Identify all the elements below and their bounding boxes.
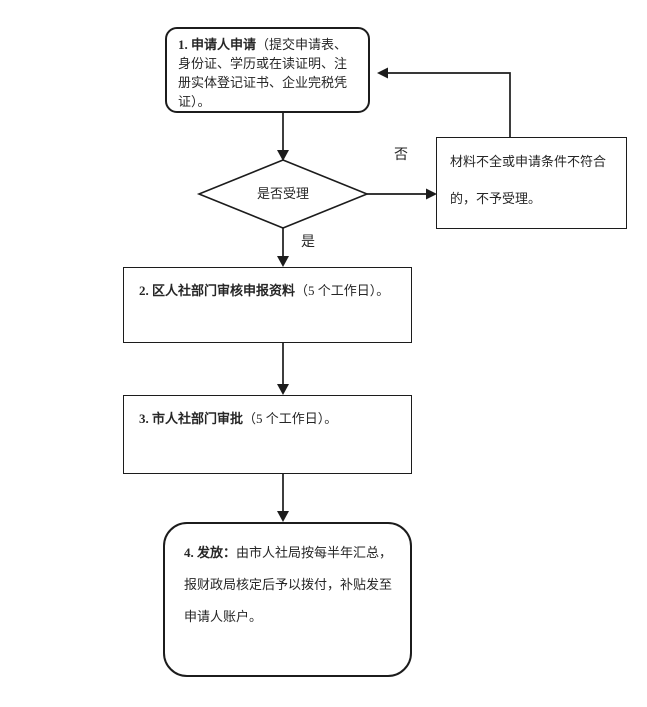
step3-title-text: 3. 市人社部门审批 <box>139 411 244 426</box>
reject-text: 材料不全或申请条件不符合的，不予受理。 <box>450 154 607 206</box>
arrowhead-into-step4 <box>277 511 289 522</box>
flow-node-step3-city-approval: 3. 市人社部门审批（5 个工作日）。 <box>123 395 412 474</box>
step2-title-text: 2. 区人社部门审核申报资料 <box>139 283 296 298</box>
decision-diamond-shape <box>196 159 370 229</box>
flow-node-step2-district-review: 2. 区人社部门审核申报资料（5 个工作日）。 <box>123 267 412 343</box>
arrowhead-into-reject <box>426 188 437 200</box>
step1-detail-text: （提交申请表、身份证、学历或在读证明、注册实体登记证书、企业完税凭证）。 <box>178 37 348 109</box>
arrowhead-into-step3 <box>277 384 289 395</box>
flow-node-step1-application: 1. 申请人申请（提交申请表、身份证、学历或在读证明、注册实体登记证书、企业完税… <box>165 27 370 113</box>
edge-reject-to-step1 <box>388 72 511 137</box>
arrowhead-into-step1 <box>377 67 388 79</box>
step1-title-text: 1. 申请人申请 <box>178 37 257 52</box>
edge-label-no: 否 <box>394 148 408 163</box>
step3-detail-text: （5 个工作日）。 <box>243 411 338 426</box>
arrowhead-into-step2 <box>277 256 289 267</box>
flow-node-reject: 材料不全或申请条件不符合的，不予受理。 <box>436 137 627 229</box>
step4-title-text: 4. 发放： <box>184 545 237 560</box>
step4-detail-text: 由市人社局按每半年汇总，报财政局核定后予以拨付，补贴发至申请人账户。 <box>184 545 393 624</box>
flow-node-decision-label: 是否受理 <box>256 186 309 201</box>
step2-detail-text: （5 个工作日）。 <box>295 283 390 298</box>
flow-node-step4-disbursement: 4. 发放：由市人社局按每半年汇总，报财政局核定后予以拨付，补贴发至申请人账户。 <box>163 522 412 677</box>
arrowhead-into-decision <box>277 150 289 161</box>
edge-label-yes: 是 <box>301 235 315 250</box>
